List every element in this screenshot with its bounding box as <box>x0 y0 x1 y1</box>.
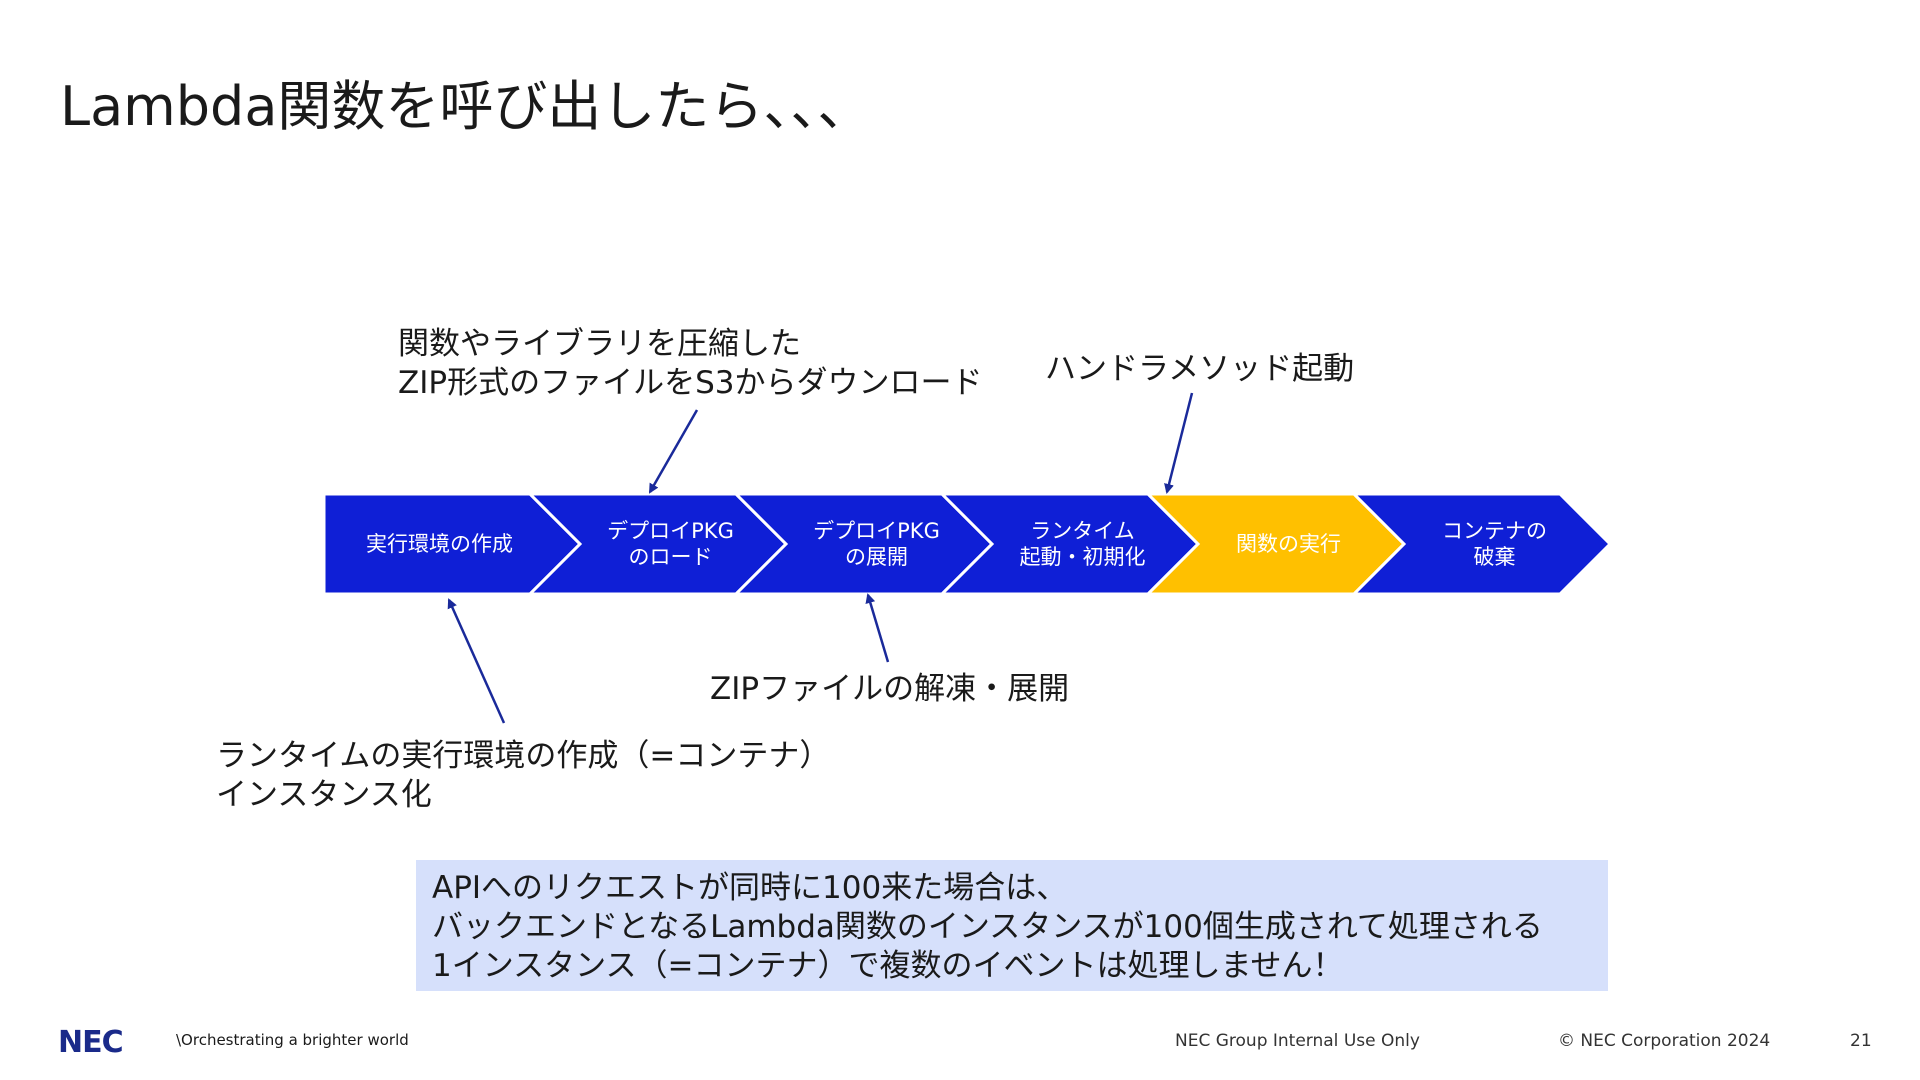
flow-step-label-4: ランタイム 起動・初期化 <box>1019 519 1146 569</box>
callout-line-1: APIへのリクエストが同時に100来た場合は、 <box>432 870 1068 906</box>
annotation-handler-start: ハンドラメソッド起動 <box>1045 351 1355 387</box>
flow-step-label-3: デプロイPKG の展開 <box>813 519 940 569</box>
callout-line-2: バックエンドとなるLambda関数のインスタンスが100個生成されて処理される <box>432 909 1543 945</box>
flow-steps <box>322 492 1613 596</box>
footer-copyright: © NEC Corporation 2024 <box>1558 1031 1771 1051</box>
nec-logo: NEC <box>58 1025 124 1060</box>
flow-step-label-6: コンテナの 破棄 <box>1442 519 1547 569</box>
callout-line-3: 1インスタンス（=コンテナ）で複数のイベントは処理しません！ <box>432 948 1344 984</box>
flow-step-label-5: 関数の実行 <box>1236 532 1341 556</box>
flow-step-label-2: デプロイPKG のロード <box>607 519 734 569</box>
annotation-pkg-download: 関数やライブラリを圧縮した ZIP形式のファイルをS3からダウンロード <box>398 326 983 401</box>
flow-step-label-1: 実行環境の作成 <box>366 532 513 556</box>
slide-title: Lambda関数を呼び出したら、、、 <box>60 75 872 138</box>
note-callout-box: APIへのリクエストが同時に100来た場合は、 バックエンドとなるLambda関… <box>416 860 1608 991</box>
annotation-zip-extract: ZIPファイルの解凍・展開 <box>710 671 1070 707</box>
annotation-runtime-instance: ランタイムの実行環境の作成（=コンテナ） インスタンス化 <box>216 738 831 813</box>
footer-classification: NEC Group Internal Use Only <box>1175 1031 1420 1051</box>
annotation-arrows <box>447 392 1194 724</box>
flow-step-6 <box>1350 492 1613 596</box>
arrow-handler-start <box>1164 392 1194 494</box>
arrow-runtime-instance <box>447 598 506 724</box>
page-number: 21 <box>1850 1031 1872 1051</box>
arrow-zip-extract <box>865 593 890 663</box>
brand-tagline: \Orchestrating a brighter world <box>176 1031 409 1049</box>
arrow-pkg-download <box>648 409 699 494</box>
